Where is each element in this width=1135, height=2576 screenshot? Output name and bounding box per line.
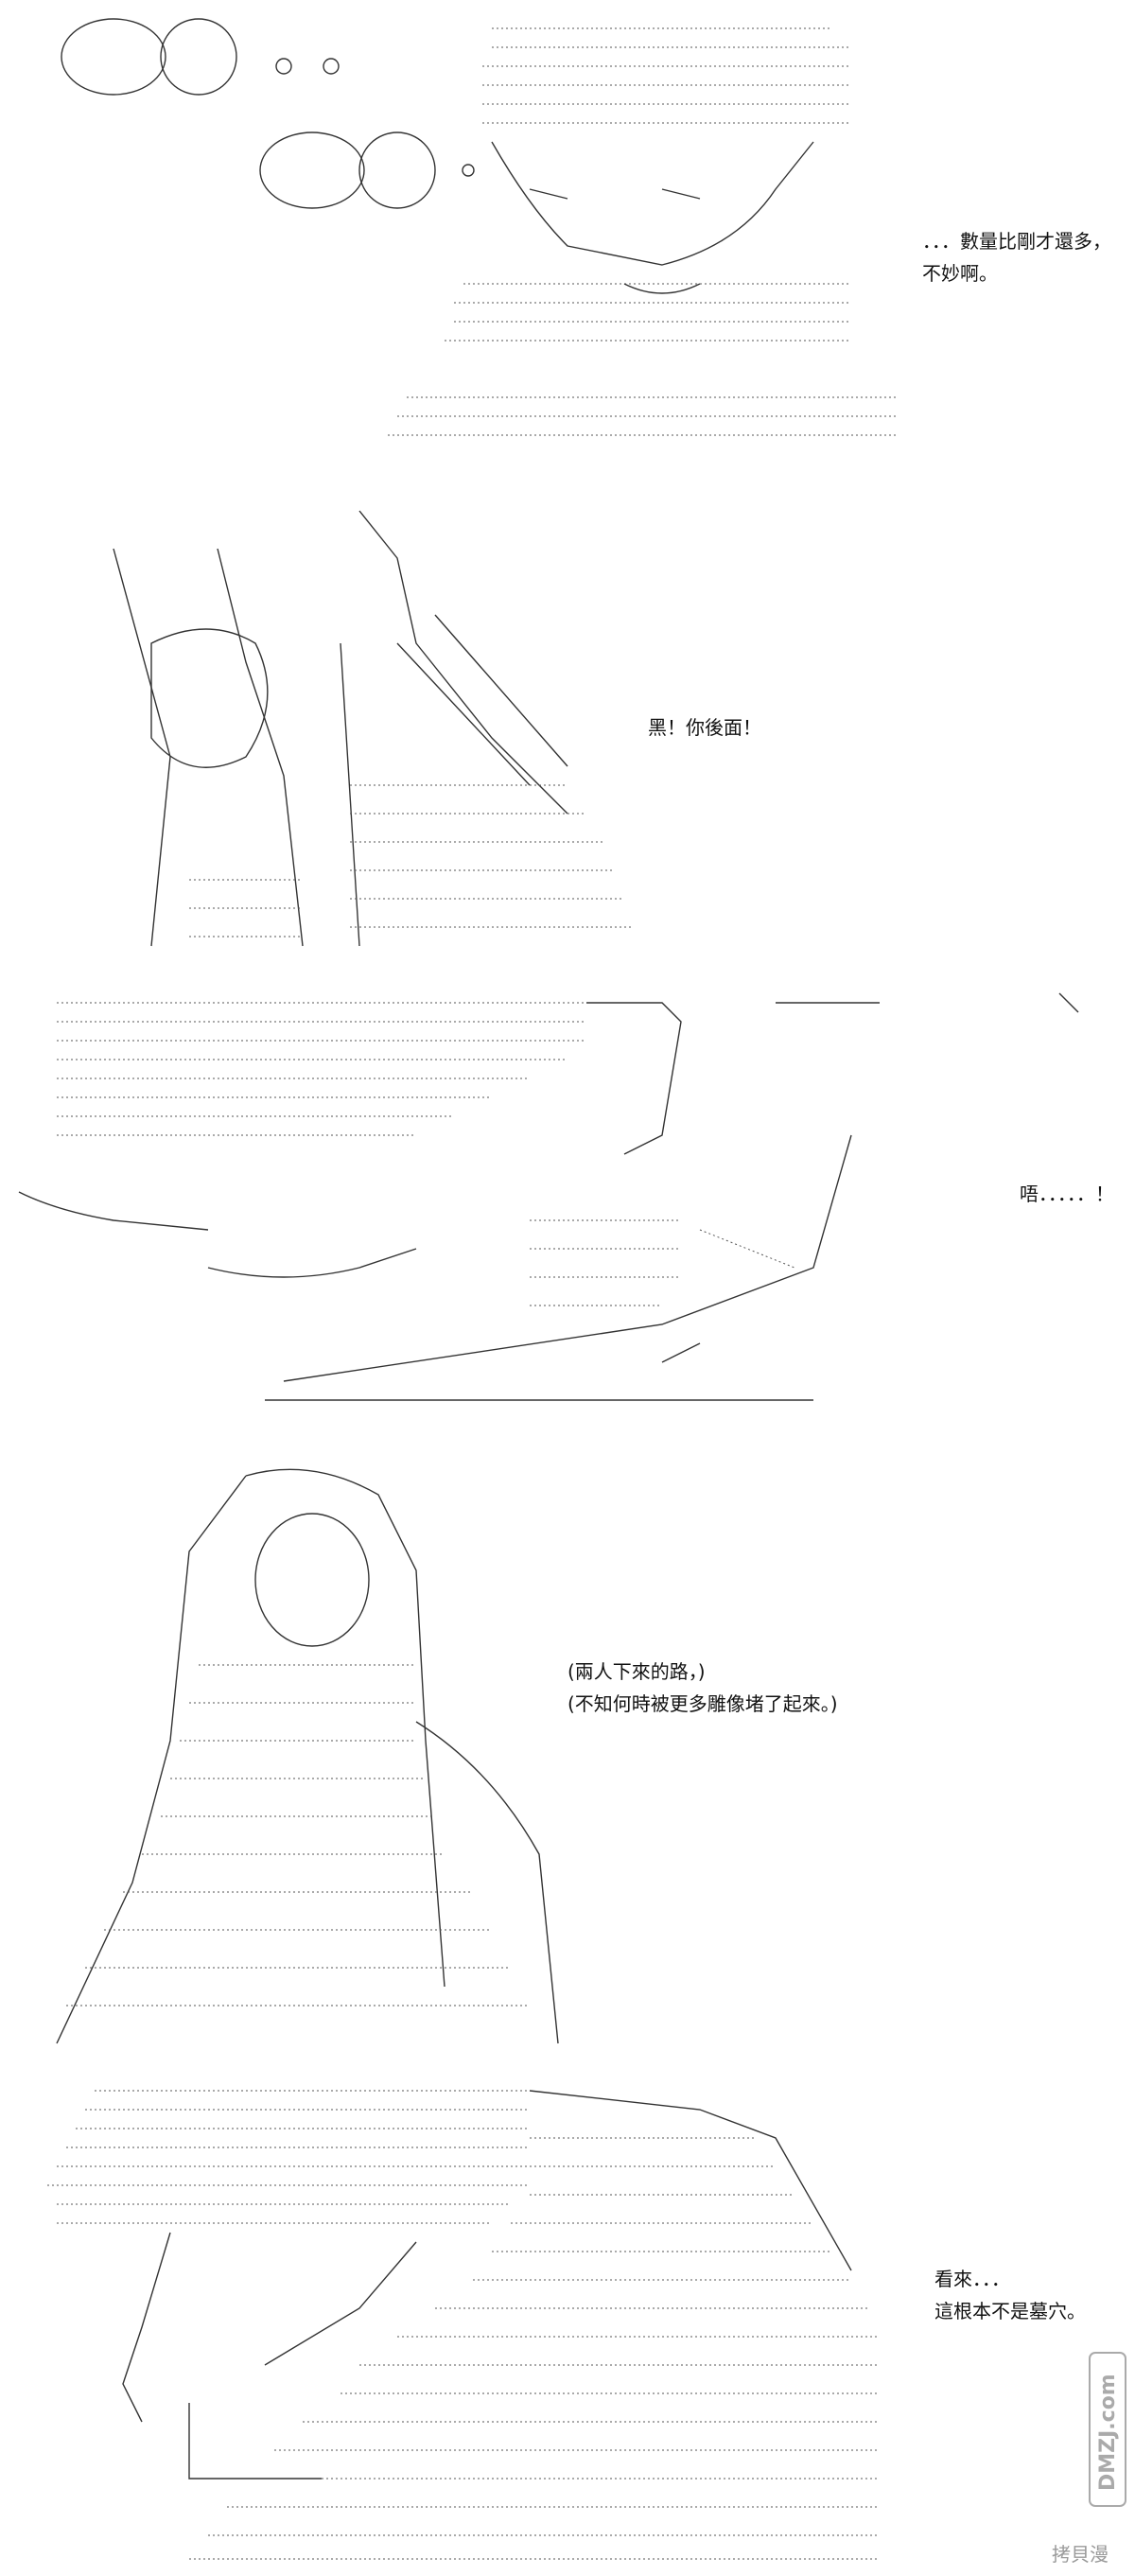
caption-panel-1: ．．．數量比剛才還多， 不妙啊。 [922, 225, 1111, 289]
ascii-art-panel-1 [61, 18, 899, 436]
logo-text: DMZJ.com [1096, 2374, 1120, 2491]
caption-line: (不知何時被更多雕像堵了起來。) [568, 1692, 838, 1715]
caption-line: (兩人下來的路，) [568, 1660, 706, 1683]
panel-5: 看來．．． 這根本不是墓穴。 [0, 2081, 1135, 2576]
watermark: 拷貝漫 [1052, 2543, 1109, 2566]
caption-line: 看來．．． [934, 2268, 1010, 2290]
caption-panel-4: (兩人下來的路，) (不知何時被更多雕像堵了起來。) [568, 1656, 838, 1720]
panel-1: ．．．數量比剛才還多， 不妙啊。 [0, 0, 1135, 454]
caption-line: 不妙啊。 [922, 262, 998, 285]
ascii-art-panel-5 [47, 2090, 880, 2560]
caption-line: ．．．數量比剛才還多， [922, 230, 1111, 253]
ascii-art-panel-4 [56, 1468, 559, 2044]
panel-4: (兩人下來的路，) (不知何時被更多雕像堵了起來。) [0, 1457, 1135, 2062]
caption-panel-3: 唔．．．．．！ [1020, 1178, 1114, 1210]
ascii-art-panel-2 [113, 510, 634, 947]
ascii-art-panel-3 [18, 992, 1079, 1401]
panel-2: 黑！你後面！ [0, 473, 1135, 965]
panel-3: 唔．．．．．！ [0, 984, 1135, 1438]
caption-line: 黑！你後面！ [648, 716, 761, 739]
caption-panel-5: 看來．．． 這根本不是墓穴。 [934, 2263, 1086, 2327]
dmzj-logo: DMZJ.com [1089, 2352, 1126, 2507]
caption-line: 這根本不是墓穴。 [934, 2300, 1086, 2322]
caption-panel-2: 黑！你後面！ [648, 711, 761, 744]
caption-line: 唔．．．．．！ [1020, 1183, 1114, 1205]
